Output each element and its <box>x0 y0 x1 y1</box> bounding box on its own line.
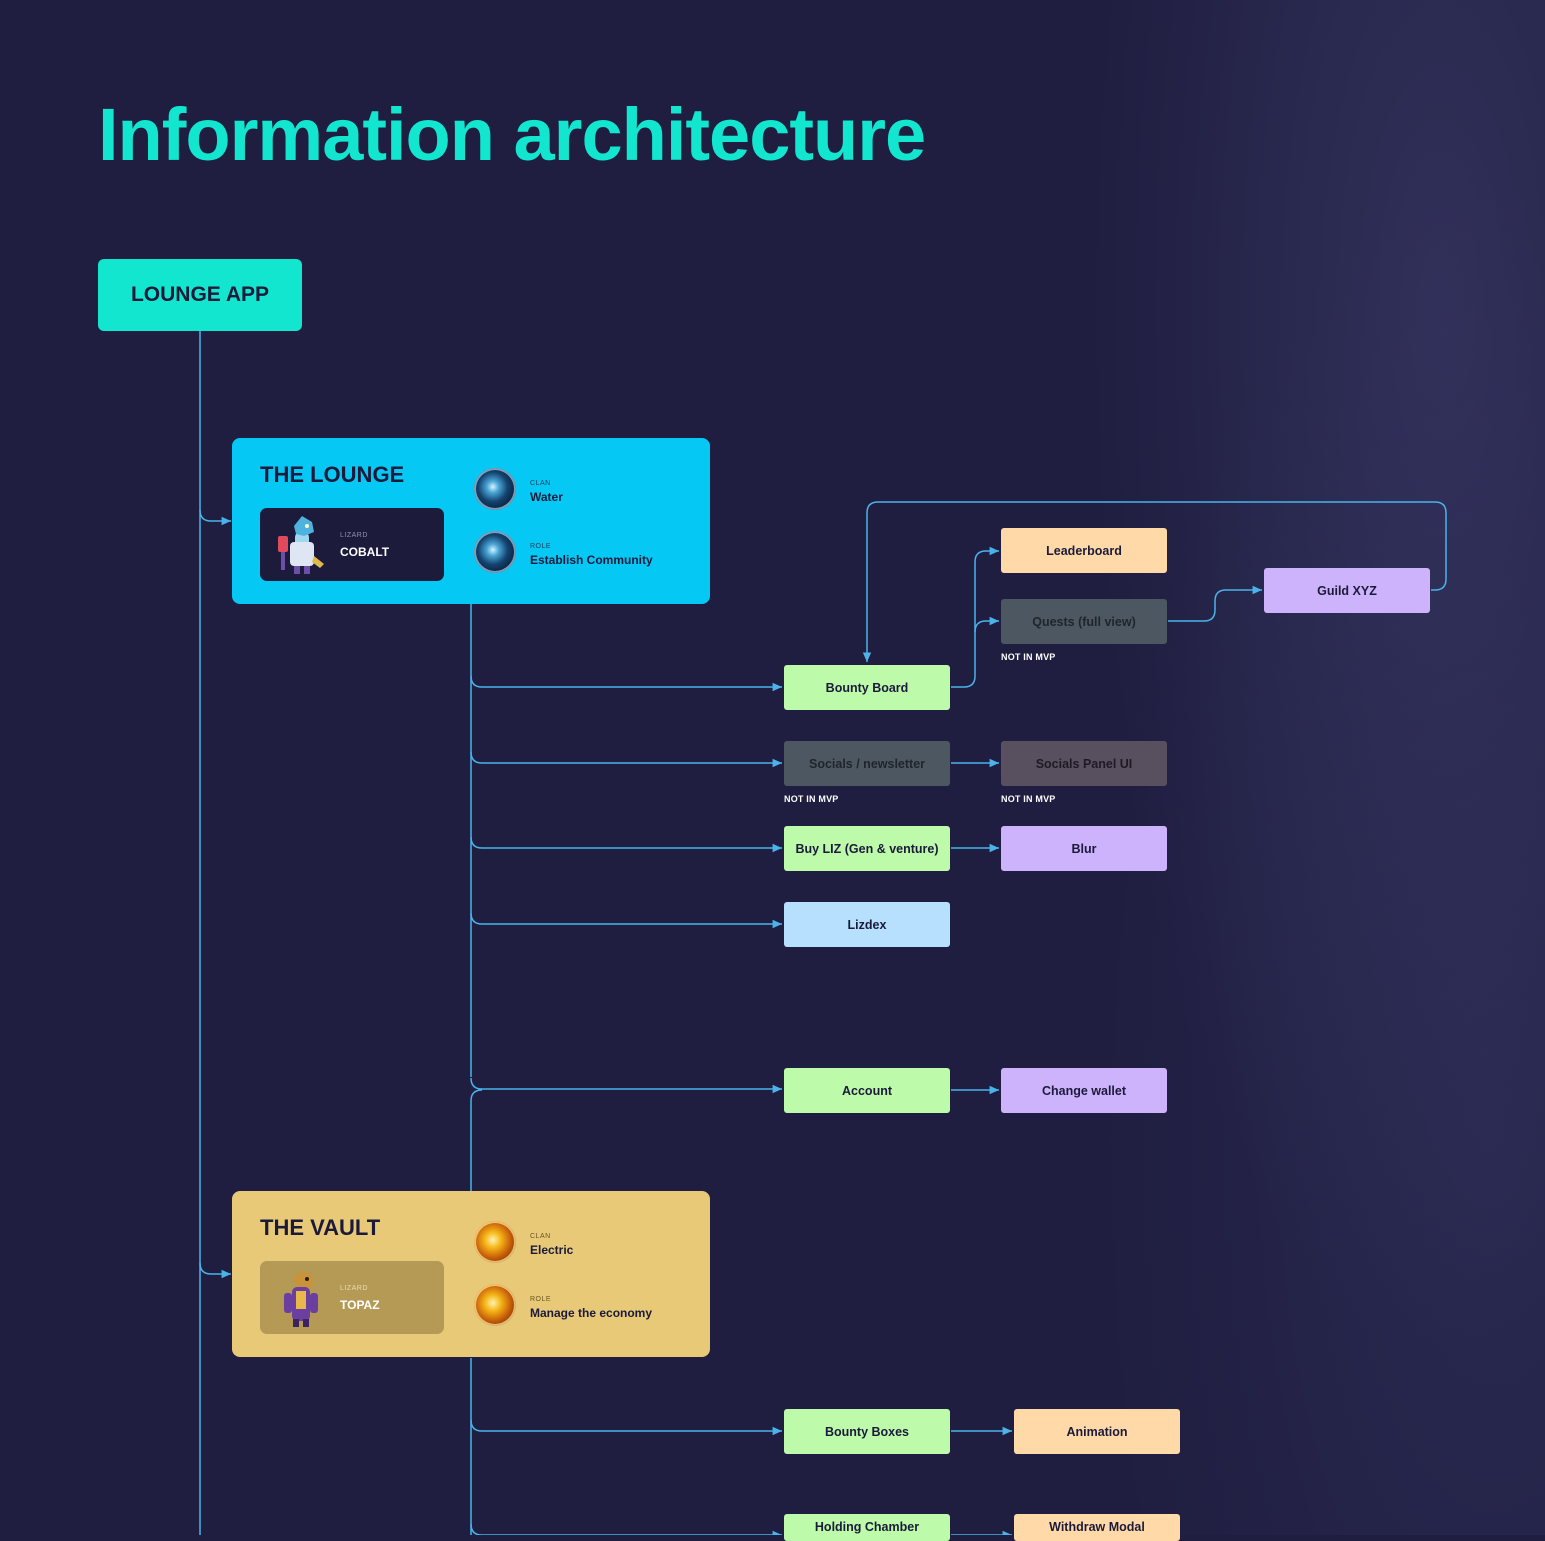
section-title: THE LOUNGE <box>260 462 405 487</box>
node-socials-newsletter[interactable]: Socials / newsletter <box>784 741 950 786</box>
water-orb-icon <box>474 531 516 573</box>
lizard-avatar-icon <box>278 516 324 574</box>
lizard-label: LIZARD <box>340 1285 368 1292</box>
connector-to-buy-liz <box>470 836 782 853</box>
note-not-in-mvp: NOT IN MVP <box>1001 652 1056 662</box>
connector-bb-to-quests <box>974 616 999 633</box>
connector-to-bounty-boxes <box>470 1419 782 1436</box>
clan-label: CLAN <box>530 1233 551 1240</box>
node-leaderboard[interactable]: Leaderboard <box>1001 528 1167 573</box>
clan-attribute: CLAN Water <box>474 466 694 516</box>
clan-label: CLAN <box>530 480 551 487</box>
clan-value: Electric <box>530 1243 574 1257</box>
connector-vault-to-account <box>470 1089 483 1191</box>
node-withdraw-modal[interactable]: Withdraw Modal <box>1014 1514 1180 1541</box>
section-title: THE VAULT <box>260 1215 381 1240</box>
page-title: Information architecture <box>98 93 926 176</box>
connector-guild-loop <box>862 501 1447 662</box>
role-attribute: ROLE Establish Community <box>474 529 694 579</box>
electric-orb-icon <box>474 1284 516 1326</box>
role-label: ROLE <box>530 543 552 550</box>
connector-to-holding-chamber <box>470 1523 782 1535</box>
node-animation[interactable]: Animation <box>1014 1409 1180 1454</box>
note-not-in-mvp: NOT IN MVP <box>1001 794 1056 804</box>
role-value: Manage the economy <box>530 1306 653 1320</box>
water-orb-icon <box>474 468 516 510</box>
node-quests[interactable]: Quests (full view) <box>1001 599 1167 644</box>
role-attribute: ROLE Manage the economy <box>474 1282 694 1332</box>
section-the-lounge[interactable]: THE LOUNGE LIZARD COBALT CLAN Water ROLE… <box>232 438 710 604</box>
role-value: Establish Community <box>530 553 653 567</box>
connector-quests-to-guild <box>1168 585 1262 622</box>
lizard-label: LIZARD <box>340 532 368 539</box>
connector-to-socials <box>470 751 782 768</box>
electric-orb-icon <box>474 1221 516 1263</box>
role-label: ROLE <box>530 1296 552 1303</box>
clan-value: Water <box>530 490 563 504</box>
connector-to-bounty-board <box>470 675 782 692</box>
node-holding-chamber[interactable]: Holding Chamber <box>784 1514 950 1541</box>
connector-root-to-vault <box>199 1262 231 1279</box>
node-socials-panel-ui[interactable]: Socials Panel UI <box>1001 741 1167 786</box>
connector-bb-to-leaderboard <box>951 546 999 688</box>
connector-to-account <box>470 1077 782 1094</box>
node-blur[interactable]: Blur <box>1001 826 1167 871</box>
node-change-wallet[interactable]: Change wallet <box>1001 1068 1167 1113</box>
node-lizdex[interactable]: Lizdex <box>784 902 950 947</box>
section-the-vault[interactable]: THE VAULT LIZARD TOPAZ CLAN Electric ROL… <box>232 1191 710 1357</box>
node-bounty-boxes[interactable]: Bounty Boxes <box>784 1409 950 1454</box>
connector-root-to-lounge <box>199 509 231 526</box>
node-guild-xyz[interactable]: Guild XYZ <box>1264 568 1430 613</box>
node-bounty-board[interactable]: Bounty Board <box>784 665 950 710</box>
lizard-avatar-icon <box>284 1271 318 1327</box>
node-account[interactable]: Account <box>784 1068 950 1113</box>
clan-attribute: CLAN Electric <box>474 1219 694 1269</box>
lizard-card: LIZARD COBALT <box>260 508 444 581</box>
lizard-card: LIZARD TOPAZ <box>260 1261 444 1334</box>
lizard-name: COBALT <box>340 545 390 559</box>
lizard-name: TOPAZ <box>340 1298 380 1312</box>
connector-to-lizdex <box>470 912 782 929</box>
root-node-lounge-app[interactable]: LOUNGE APP <box>98 259 302 331</box>
node-buy-liz[interactable]: Buy LIZ (Gen & venture) <box>784 826 950 871</box>
note-not-in-mvp: NOT IN MVP <box>784 794 839 804</box>
